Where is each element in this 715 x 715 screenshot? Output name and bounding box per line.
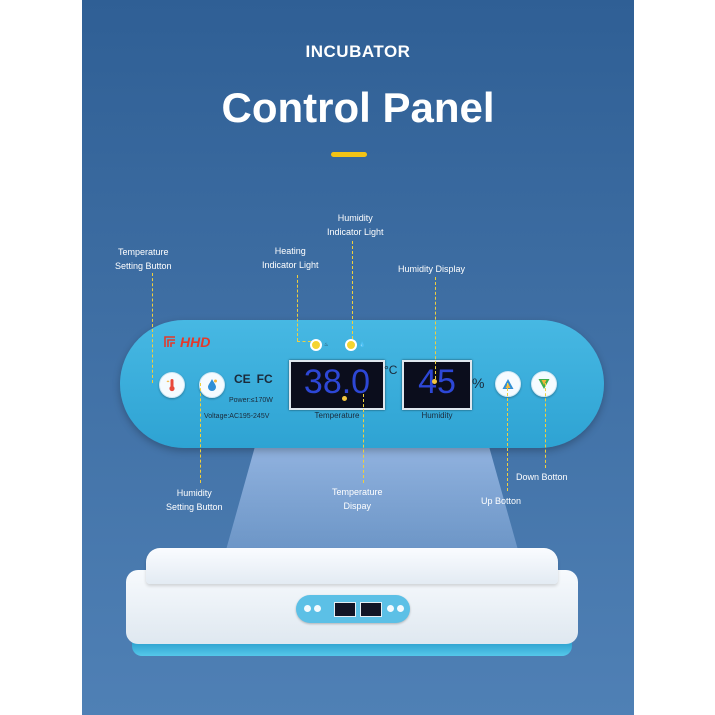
brand-logo: HHD: [164, 334, 210, 350]
temperature-setting-leader: [152, 273, 153, 383]
down-button-label: Down Botton: [516, 472, 568, 482]
humidity-caption: Humidity: [421, 411, 453, 420]
humidity-status-dot: [432, 379, 437, 384]
brand-mark-icon: [164, 336, 175, 347]
humidity-display-label: Humidity Display: [398, 264, 466, 274]
incubator-device: [126, 548, 578, 658]
heating-indicator-leader-h: [297, 341, 311, 342]
heating-indicator-light: ♨: [310, 339, 328, 351]
mini-button: [387, 605, 394, 612]
product-poster: INCUBATOR Control Panel HHD ♨ 💧 CE: [82, 0, 634, 715]
page-title: Control Panel: [221, 84, 495, 131]
mini-button: [397, 605, 404, 612]
temperature-setting-label: Temperature Setting Button: [115, 245, 172, 273]
device-lid: [146, 548, 558, 584]
down-button-leader: [545, 383, 546, 468]
humidity-value: 45: [418, 363, 456, 401]
voltage-rating: Voltage:AC195-245V: [204, 413, 270, 420]
ce-mark: CE: [234, 372, 251, 386]
humidity-unit: %: [472, 375, 485, 391]
temperature-display-label: Temperature Dispay: [332, 485, 383, 513]
label-line: Dispay: [343, 501, 372, 511]
up-button-label: Up Botton: [481, 496, 522, 506]
heating-indicator-glyph: ♨: [324, 341, 329, 348]
label-line: Humidity: [176, 488, 212, 498]
label-line: Heating: [274, 246, 306, 256]
humidity-display: 45: [402, 360, 472, 410]
water-drop-icon: [208, 379, 217, 391]
power-rating: Power:≤170W: [229, 397, 273, 404]
mini-button: [314, 605, 321, 612]
humidity-indicator-light: 💧: [345, 339, 365, 351]
temperature-unit: °C: [384, 363, 398, 377]
label-line: Humidity: [337, 213, 373, 223]
humidity-setting-button[interactable]: [199, 372, 225, 398]
certification-marks: CE FC: [234, 372, 273, 386]
mini-temperature-screen: [334, 602, 356, 617]
fc-mark: FC: [256, 372, 273, 386]
title-accent-bar: [331, 152, 367, 157]
label-line: Temperature: [118, 247, 169, 257]
humidity-indicator-glyph: 💧: [359, 341, 366, 348]
label-line: Setting Button: [115, 261, 172, 271]
thermometer-icon: [166, 379, 175, 392]
temperature-status-dot: [342, 396, 347, 401]
down-button[interactable]: [531, 371, 557, 397]
eyebrow-title: INCUBATOR: [305, 42, 411, 61]
up-button-leader: [507, 383, 508, 491]
humidity-indicator-label: Humidity Indicator Light: [327, 211, 384, 239]
mini-humidity-screen: [360, 602, 382, 617]
humidity-setting-leader: [200, 383, 201, 483]
label-line: Temperature: [332, 487, 383, 497]
temperature-display-leader: [363, 394, 364, 483]
humidity-indicator-leader: [352, 241, 353, 339]
brand-name: HHD: [180, 334, 211, 350]
heating-indicator-dot: [310, 339, 322, 351]
down-triangle-icon: [538, 379, 550, 389]
device-mini-panel: [296, 595, 410, 623]
humidity-indicator-dot: [345, 339, 357, 351]
humidity-setting-label: Humidity Setting Button: [166, 486, 223, 514]
temperature-setting-button[interactable]: [159, 372, 185, 398]
heating-indicator-leader: [297, 275, 298, 341]
heating-indicator-label: Heating Indicator Light: [262, 244, 319, 272]
up-triangle-icon: [502, 379, 514, 389]
label-line: Indicator Light: [327, 227, 384, 237]
temperature-display: 38.0: [289, 360, 385, 410]
label-line: Indicator Light: [262, 260, 319, 270]
label-line: Setting Button: [166, 502, 223, 512]
temperature-value: 38.0: [303, 363, 371, 401]
humidity-display-leader: [435, 277, 436, 379]
temperature-caption: Temperature: [314, 411, 360, 420]
mini-button: [304, 605, 311, 612]
up-button[interactable]: [495, 371, 521, 397]
